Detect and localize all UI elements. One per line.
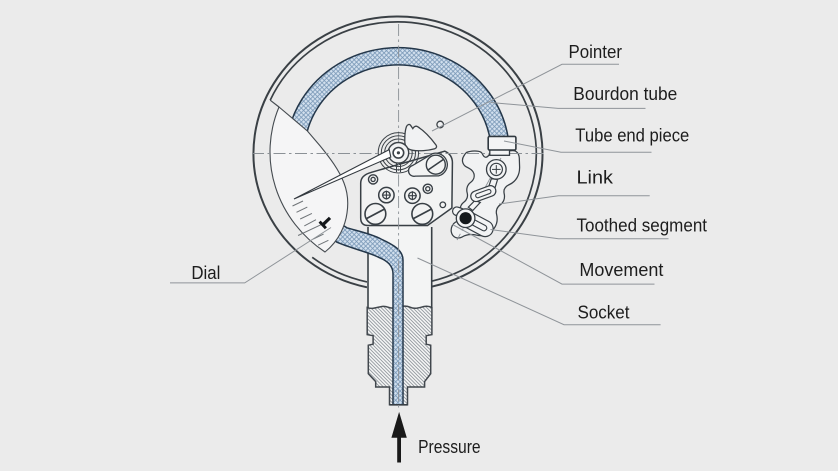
svg-text:Toothed segment: Toothed segment — [577, 215, 708, 235]
svg-text:Dial: Dial — [191, 263, 220, 283]
svg-text:Tube end piece: Tube end piece — [575, 125, 689, 145]
svg-text:Link: Link — [577, 167, 615, 187]
svg-text:Socket: Socket — [578, 302, 630, 322]
svg-text:Bourdon tube: Bourdon tube — [573, 84, 677, 104]
svg-text:Movement: Movement — [579, 260, 663, 280]
svg-text:Pressure: Pressure — [418, 436, 481, 457]
svg-text:Pointer: Pointer — [569, 42, 623, 62]
